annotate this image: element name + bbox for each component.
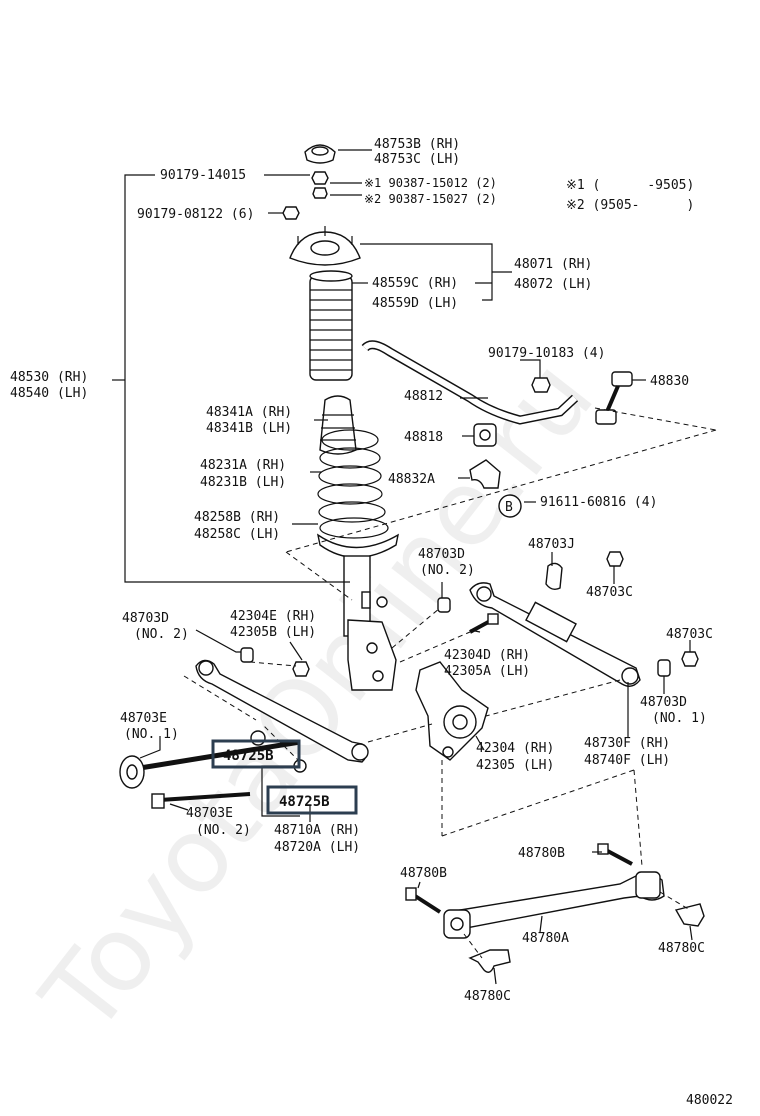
axle-carrier-icon: [415, 661, 489, 761]
label-90387-15027: ※2 90387-15027 (2): [364, 192, 497, 206]
label-48071: 48071 (RH): [514, 257, 592, 272]
upper-mount-cap-icon: [304, 144, 336, 164]
label-48703d-left-no2: (NO. 2): [134, 627, 189, 642]
label-42305a: 42305A (LH): [444, 664, 530, 679]
lower-arm-no1-icon: [195, 659, 369, 763]
label-48703d-no1: 48703D: [640, 695, 687, 710]
label-90179-10183: 90179-10183 (4): [488, 346, 605, 361]
bushing-bracket-icon: [469, 459, 501, 489]
label-48710a: 48710A (RH): [274, 823, 360, 838]
callout-b: B: [505, 500, 513, 515]
label-48703j: 48703J: [528, 537, 575, 552]
label-48730f: 48730F (RH): [584, 736, 670, 751]
label-90179-14015: 90179-14015: [160, 168, 246, 183]
nut-icon: [531, 377, 551, 393]
label-48703d-no1-sub: (NO. 1): [652, 711, 707, 726]
bolt-icon: [151, 613, 633, 914]
legend-note-2: ※2 (9505- ): [566, 198, 694, 213]
label-90179-08122: 90179-08122 (6): [137, 207, 254, 222]
label-48341b: 48341B (LH): [206, 421, 292, 436]
strut-rod-bracket-icon: [468, 903, 705, 973]
label-91611-60816: 91611-60816 (4): [540, 495, 657, 510]
diagram-id: 480022: [686, 1093, 733, 1108]
label-48231b: 48231B (LH): [200, 475, 286, 490]
label-48703e-no1: 48703E: [120, 711, 167, 726]
leader-lines: [112, 149, 693, 985]
label-48258b: 48258B (RH): [194, 510, 280, 525]
label-48780c-right: 48780C: [658, 941, 705, 956]
label-48832a: 48832A: [388, 472, 435, 487]
watermark: ToyotaOnline.ru: [18, 337, 617, 1056]
label-48753b: 48753B (RH): [374, 137, 460, 152]
label-48341a: 48341A (RH): [206, 405, 292, 420]
label-48559c: 48559C (RH): [372, 276, 458, 291]
stabilizer-bushing-icon: [473, 423, 497, 447]
coil-spring-icon: [317, 429, 389, 539]
label-42304: 42304 (RH): [476, 741, 554, 756]
label-48703d-left: 48703D: [122, 611, 169, 626]
legend-note-1: ※1 ( -9505): [566, 178, 694, 193]
label-48703e-no2: 48703E: [186, 806, 233, 821]
assembly-lines: [183, 407, 717, 959]
label-48559d: 48559D (LH): [372, 296, 458, 311]
label-48530: 48530 (RH): [10, 370, 88, 385]
label-48703e-no2-sub: (NO. 2): [196, 823, 251, 838]
part-labels: 48753B (RH) 48753C (LH) 90179-14015 ※1 9…: [10, 137, 733, 1108]
lower-arm-no2-icon: [119, 730, 301, 789]
callout-b-icon: [498, 494, 522, 518]
label-48780a: 48780A: [522, 931, 569, 946]
label-48072: 48072 (LH): [514, 277, 592, 292]
label-48740f: 48740F (LH): [584, 753, 670, 768]
label-48720a: 48720A (LH): [274, 840, 360, 855]
label-48812: 48812: [404, 389, 443, 404]
label-90387-15012: ※1 90387-15012 (2): [364, 176, 497, 190]
label-48703d-top: 48703D: [418, 547, 465, 562]
bushing-icon: [240, 551, 699, 677]
label-48703c-top: 48703C: [586, 585, 633, 600]
label-48231a: 48231A (RH): [200, 458, 286, 473]
label-48540: 48540 (LH): [10, 386, 88, 401]
highlight-box-48725b-2: [266, 785, 358, 815]
upper-support-icon: [289, 226, 361, 266]
spring-seat-icon: [316, 533, 399, 559]
stabilizer-link-icon: [595, 371, 633, 425]
label-42305b: 42305B (LH): [230, 625, 316, 640]
shock-absorber-icon: [343, 555, 397, 691]
label-48780b-right: 48780B: [518, 846, 565, 861]
label-48725b-1: 48725B: [223, 748, 274, 764]
dust-boot-icon: [309, 270, 353, 381]
label-48830: 48830: [650, 374, 689, 389]
upper-arm-icon: [469, 582, 641, 687]
label-48725b-2: 48725B: [279, 794, 330, 810]
label-48818: 48818: [404, 430, 443, 445]
label-42305: 42305 (LH): [476, 758, 554, 773]
label-48703c-right: 48703C: [666, 627, 713, 642]
label-48753c: 48753C (LH): [374, 152, 460, 167]
nut-icon: [282, 171, 329, 220]
label-48703d-top-no2: (NO. 2): [420, 563, 475, 578]
label-48703e-no1-sub: (NO. 1): [124, 727, 179, 742]
label-42304e: 42304E (RH): [230, 609, 316, 624]
highlight-box-48725b-1: [211, 739, 301, 769]
label-48780b-left: 48780B: [400, 866, 447, 881]
label-48780c-bottom: 48780C: [464, 989, 511, 1004]
strut-rod-icon: [443, 871, 665, 939]
label-42304d: 42304D (RH): [444, 648, 530, 663]
label-48258c: 48258C (LH): [194, 527, 280, 542]
